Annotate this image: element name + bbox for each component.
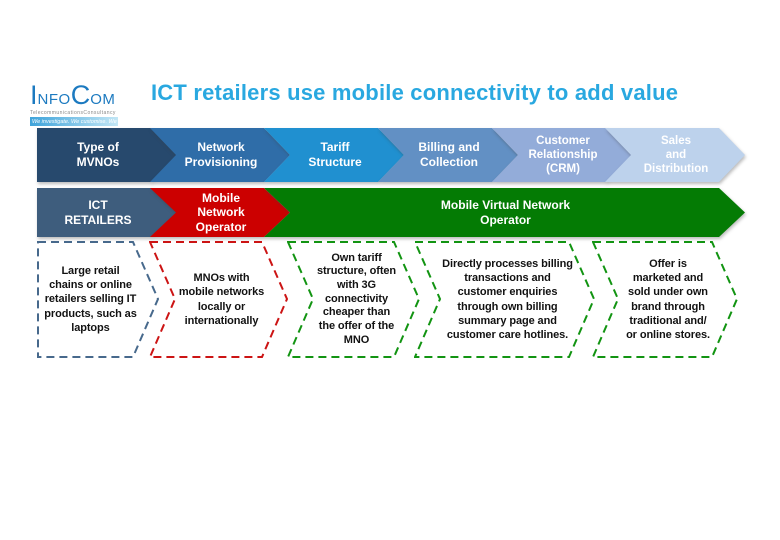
process-step-label: Customer Relationship (CRM) — [492, 128, 632, 182]
dashed-chevron-outline — [287, 241, 420, 358]
detail-box-billing: Directly processes billing transactions … — [414, 241, 595, 358]
dashed-chevron-outline — [414, 241, 595, 358]
detail-box-outline — [592, 241, 738, 358]
detail-box-outline — [414, 241, 595, 358]
detail-box-text: Large retail chains or online retailers … — [44, 264, 137, 334]
logo-letter: C — [70, 80, 91, 110]
actor-label: Mobile Virtual Network Operator — [264, 188, 745, 237]
logo-letters: OM — [90, 91, 116, 108]
logo-tagline: We investigate. We customise. We deliver… — [30, 117, 136, 126]
detail-box-text: Offer is marketed and sold under own bra… — [626, 257, 710, 342]
detail-box-text: MNOs with mobile networks locally or int… — [178, 271, 265, 327]
process-step-billing-and-collection: Billing and Collection — [378, 128, 518, 182]
detail-box-text: Directly processes billing transactions … — [442, 257, 573, 342]
process-step-type-of-mvnos: Type of MVNOs — [37, 128, 177, 182]
page-title: ICT retailers use mobile connectivity to… — [151, 80, 679, 105]
process-step-label: Network Provisioning — [150, 128, 290, 182]
dashed-chevron-outline — [37, 241, 159, 358]
process-step-label: Sales and Distribution — [605, 128, 745, 182]
detail-box-outline — [37, 241, 159, 358]
detail-box-outline — [149, 241, 288, 358]
process-step-label: Type of MVNOs — [37, 128, 177, 182]
actor-ict-retailers: ICT RETAILERS — [37, 188, 177, 237]
actor-label: Mobile Network Operator — [150, 188, 290, 237]
detail-box-sales: Offer is marketed and sold under own bra… — [592, 241, 738, 358]
dashed-chevron-outline — [592, 241, 738, 358]
process-step-label: Billing and Collection — [378, 128, 518, 182]
process-step-network-provisioning: Network Provisioning — [150, 128, 290, 182]
detail-box-tariff: Own tariff structure, often with 3G conn… — [287, 241, 420, 358]
logo-subtitle: TelecommunicationsConsultancy — [30, 110, 116, 116]
detail-box-outline — [287, 241, 420, 358]
process-step-customer-relationship: Customer Relationship (CRM) — [492, 128, 632, 182]
actor-label: ICT RETAILERS — [37, 188, 177, 237]
detail-box-text: Own tariff structure, often with 3G conn… — [316, 251, 397, 346]
infocom-logo-wordmark: INFOCOM — [30, 82, 130, 109]
detail-box-ict-retailers: Large retail chains or online retailers … — [37, 241, 159, 358]
logo-letter: I — [30, 80, 38, 110]
logo-letters: NFO — [37, 91, 71, 108]
actor-mobile-network-operator: Mobile Network Operator — [150, 188, 290, 237]
process-step-tariff-structure: Tariff Structure — [264, 128, 404, 182]
infocom-logo: INFOCOM TelecommunicationsConsultancy We… — [30, 82, 136, 126]
actor-mobile-virtual-network-operator: Mobile Virtual Network Operator — [264, 188, 745, 237]
process-step-sales-and-distribution: Sales and Distribution — [605, 128, 745, 182]
detail-box-mno: MNOs with mobile networks locally or int… — [149, 241, 288, 358]
dashed-chevron-outline — [149, 241, 288, 358]
